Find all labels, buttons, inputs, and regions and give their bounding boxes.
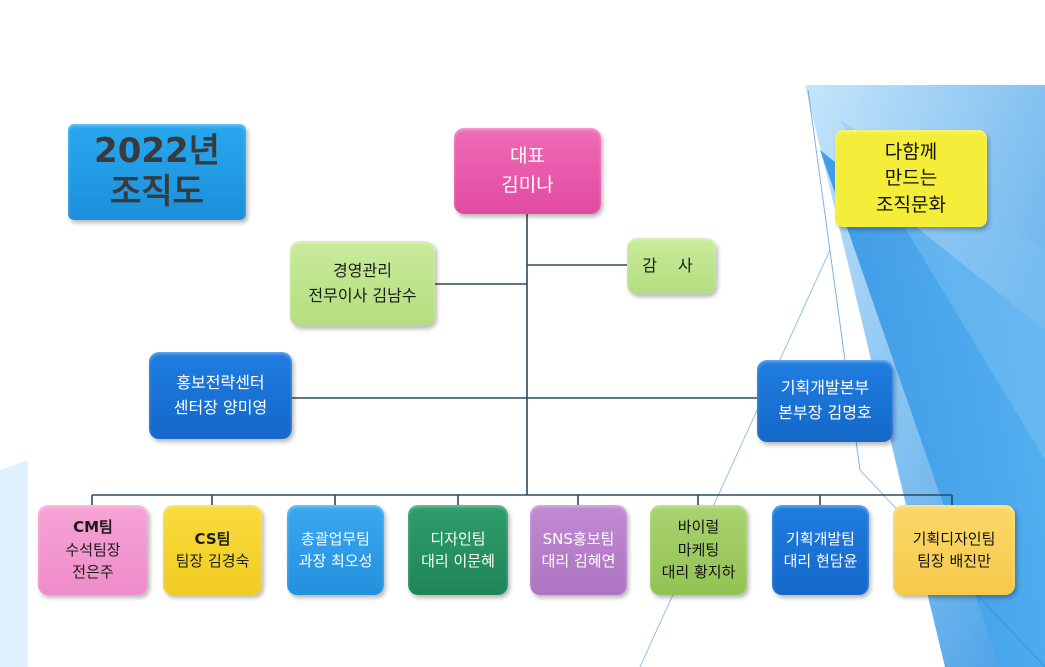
team-dept: 기획개발팀 [785, 529, 855, 548]
team-dept: SNS홍보팀 [542, 529, 615, 548]
audit-box: 감 사 [627, 238, 716, 294]
team-box-viral-marketing: 바이럴 마케팅 대리 황지하 [650, 505, 747, 595]
team-role: 수석팀장 [65, 540, 121, 559]
team-role: 과장 최오성 [298, 552, 373, 570]
management-box: 경영관리 전무이사 김남수 [290, 241, 435, 326]
team-box-planning-dev: 기획개발팀 대리 현담윤 [772, 505, 869, 595]
team-role: 팀장 김경숙 [175, 552, 250, 570]
team-role: 대리 현담윤 [783, 552, 858, 570]
team-box-cs: CS팀 팀장 김경숙 [163, 505, 262, 595]
team-box-cm: CM팀 수석팀장 전은주 [38, 505, 148, 595]
ceo-name: 김미나 [501, 174, 554, 196]
planning-division-box: 기획개발본부 본부장 김명호 [757, 360, 893, 442]
team-dept: 디자인팀 [430, 529, 486, 548]
team-box-design: 디자인팀 대리 이문혜 [408, 505, 508, 595]
pr-center-box: 홍보전략센터 센터장 양미영 [149, 352, 292, 439]
team-role: 팀장 배진만 [917, 552, 991, 570]
chart-title-name: 조직도 [110, 172, 204, 212]
team-name: 대리 황지하 [661, 563, 736, 582]
slogan-line-2: 만드는 [884, 167, 938, 190]
team-dept: 바이럴 [677, 518, 720, 537]
management-dept: 경영관리 [333, 260, 392, 280]
ceo-role: 대표 [510, 144, 545, 167]
slogan-line-1: 다함께 [884, 140, 938, 163]
planning-division-dept: 기획개발본부 [780, 378, 870, 398]
team-box-planning-design: 기획디자인팀 팀장 배진만 [893, 505, 1015, 595]
team-role: 마케팅 [677, 540, 720, 559]
team-role: 대리 김혜연 [541, 552, 616, 570]
team-dept: CM팀 [73, 518, 113, 537]
ceo-box: 대표 김미나 [454, 128, 601, 214]
pr-center-person: 센터장 양미영 [173, 397, 268, 417]
team-role: 대리 이문혜 [421, 552, 495, 570]
team-box-general-affairs: 총괄업무팀 과장 최오성 [287, 505, 384, 595]
team-box-sns-pr: SNS홍보팀 대리 김혜연 [530, 505, 627, 595]
pr-center-dept: 홍보전략센터 [176, 372, 265, 392]
chart-title: 2022년 조직도 [68, 124, 246, 220]
planning-division-person: 본부장 김명호 [778, 403, 872, 422]
audit-label: 감 사 [642, 255, 701, 275]
management-person: 전무이사 김남수 [308, 285, 417, 305]
team-name: 전은주 [72, 563, 114, 582]
team-dept: CS팀 [194, 529, 231, 548]
team-dept: 총괄업무팀 [300, 529, 370, 548]
chart-title-year: 2022년 [94, 131, 220, 172]
slogan-line-3: 조직문화 [876, 193, 946, 216]
team-dept: 기획디자인팀 [912, 529, 996, 548]
slogan-box: 다함께 만드는 조직문화 [835, 130, 987, 227]
